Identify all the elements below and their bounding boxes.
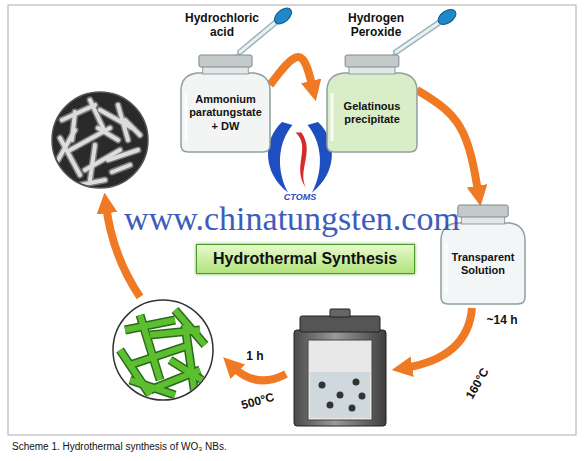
autoclave: [294, 309, 386, 426]
node-text: Ammonium paratungstate + DW: [186, 93, 265, 133]
process-arrow: [232, 366, 286, 380]
reagent-jar: Ammonium paratungstate + DW: [178, 55, 273, 153]
logo: [268, 122, 332, 193]
process-arrow: [270, 57, 313, 89]
figure-frame: [8, 5, 576, 435]
reagent-label: Hydrogen Peroxide: [341, 12, 411, 40]
temperature-label: 160°C: [461, 361, 495, 406]
watermark: www.chinatungsten.com: [92, 199, 492, 238]
node-text: Hydrothermal Synthesis: [213, 250, 397, 268]
nanobundle-sketch: [113, 300, 213, 400]
process-arrow: [404, 308, 472, 368]
figure-caption: Scheme 1. Hydrothermal synthesis of WO₃ …: [12, 441, 227, 452]
time-label: 1 h: [240, 350, 270, 364]
reagent-jar: Gelatinous precipitate: [324, 55, 420, 153]
sem-image: [52, 92, 148, 188]
time-label: ~14 h: [480, 314, 524, 328]
temperature-label: 500°C: [235, 390, 281, 415]
node-text: Gelatinous precipitate: [332, 100, 412, 126]
node-text: Transparent Solution: [446, 251, 520, 277]
process-banner: Hydrothermal Synthesis: [196, 244, 415, 274]
process-arrow: [417, 90, 479, 194]
reagent-label: Hydrochloric acid: [180, 12, 264, 40]
